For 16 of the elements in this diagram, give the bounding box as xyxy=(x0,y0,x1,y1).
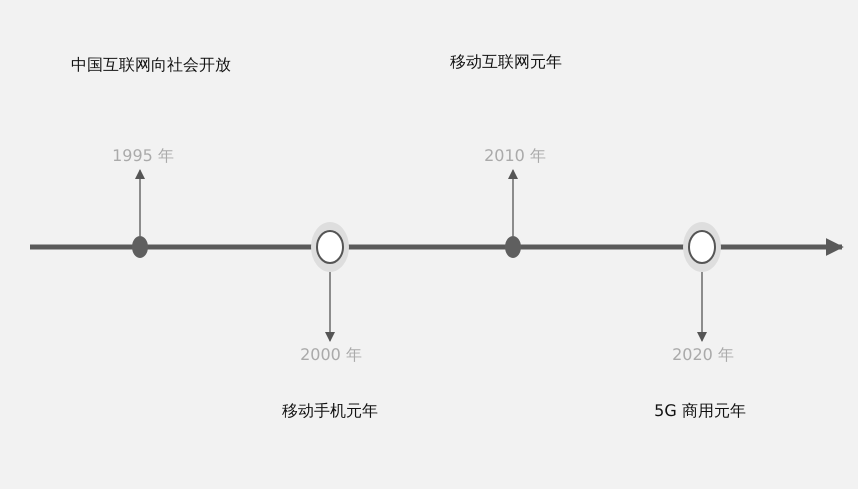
year-label: 2020 年 xyxy=(672,345,734,365)
arrow xyxy=(325,272,335,342)
timeline-dot xyxy=(505,236,521,258)
event-description: 中国互联网向社会开放 xyxy=(71,55,231,75)
timeline-ring xyxy=(311,222,349,272)
arrow xyxy=(697,272,707,342)
timeline-dot xyxy=(132,236,148,258)
arrow xyxy=(508,169,518,236)
year-label: 2010 年 xyxy=(484,146,546,166)
arrow xyxy=(135,169,145,236)
event-description: 移动互联网元年 xyxy=(450,52,562,72)
event-description: 移动手机元年 xyxy=(282,401,378,421)
year-label: 2000 年 xyxy=(300,345,362,365)
year-label: 1995 年 xyxy=(112,146,174,166)
event-description: 5G 商用元年 xyxy=(654,401,746,421)
timeline-ring xyxy=(683,222,721,272)
